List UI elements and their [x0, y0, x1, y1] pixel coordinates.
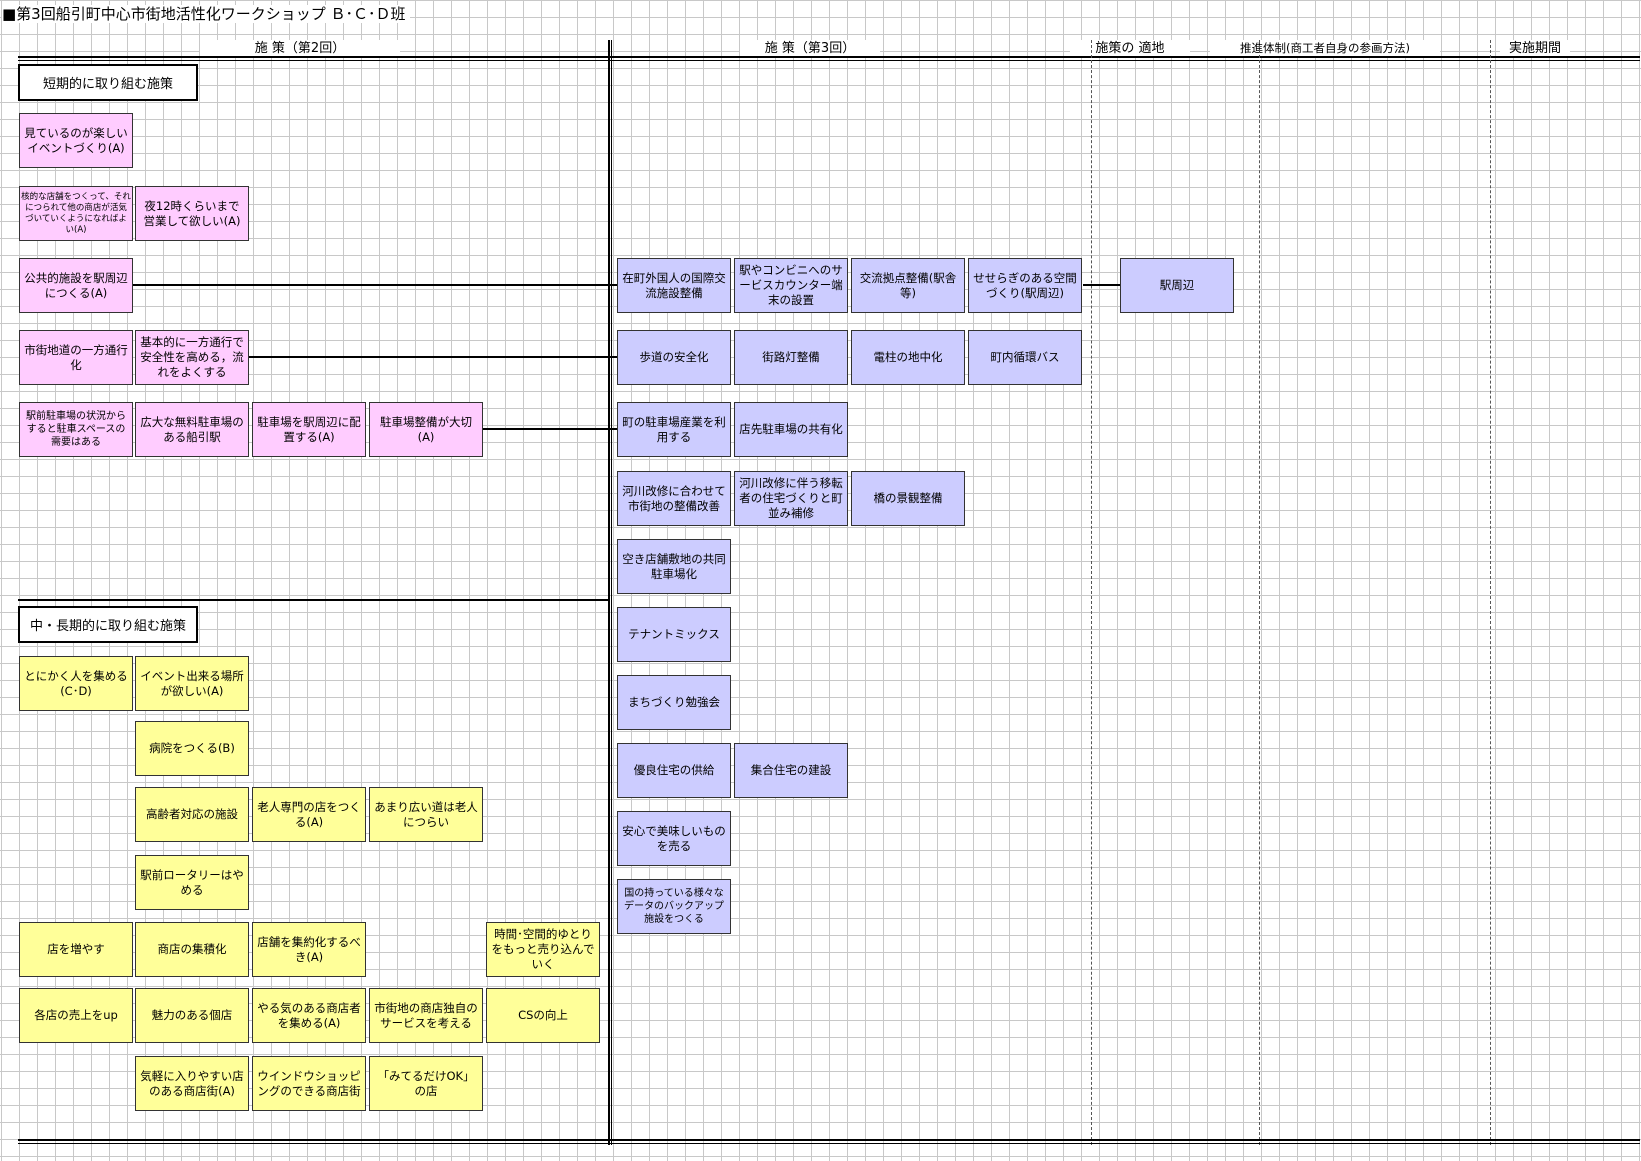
note-card: 駅前駐車場の状況からすると駐車スペースの需要はある [19, 402, 133, 457]
page-title: ■第3回船引町中心市街地活性化ワークショップ Ｂ･Ｃ･Ｄ班 [2, 5, 410, 23]
note-card: 広大な無料駐車場のある船引駅 [135, 402, 249, 457]
note-card: 駅前ロータリーはやめる [135, 855, 249, 910]
note-card: イベント出来る場所が欲しい(A) [135, 656, 249, 711]
note-card: 気軽に入りやすい店のある商店街(A) [135, 1056, 249, 1111]
measure-card: 在町外国人の国際交流施設整備 [617, 258, 731, 313]
note-card: やる気のある商店者を集める(A) [252, 988, 366, 1043]
measure-card: 河川改修に伴う移転者の住宅づくりと町並み補修 [734, 471, 848, 526]
note-card: あまり広い道は老人につらい [369, 787, 483, 842]
note-card: 駐車場を駅周辺に配置する(A) [252, 402, 366, 457]
note-card: 「みてるだけOK」の店 [369, 1056, 483, 1111]
column-divider-main-inner [611, 40, 612, 1145]
note-card: 市街地道の一方通行化 [19, 330, 133, 385]
measure-card: 電柱の地中化 [851, 330, 965, 385]
note-card: 核的な店舗をつくって、それにつられて他の商店が活気づいていくようになればよい(A… [19, 186, 133, 241]
note-card: 市街地の商店独自のサービスを考える [369, 988, 483, 1043]
note-card: 魅力のある個店 [135, 988, 249, 1043]
measure-card: 交流拠点整備(駅舎等) [851, 258, 965, 313]
header-round2: 施 策（第2回） [200, 40, 400, 57]
note-card: 商店の集積化 [135, 922, 249, 977]
column-divider-structure [1259, 40, 1260, 1145]
column-divider-site [1091, 40, 1092, 1145]
header-round3: 施 策（第3回） [740, 40, 880, 57]
column-divider-period [1490, 40, 1491, 1145]
measure-card: せせらぎのある空間づくり(駅周辺) [968, 258, 1082, 313]
measure-card: 河川改修に合わせて市街地の整備改善 [617, 471, 731, 526]
header-period: 実施期間 [1500, 40, 1570, 57]
note-card: 店を増やす [19, 922, 133, 977]
note-card: 見ているのが楽しいイベントづくり(A) [19, 113, 133, 168]
note-card: 病院をつくる(B) [135, 721, 249, 776]
measure-card: 優良住宅の供給 [617, 743, 731, 798]
section-short-term: 短期的に取り組む施策 [18, 64, 198, 101]
note-card: 駐車場整備が大切(A) [369, 402, 483, 457]
note-card: 時間･空間的ゆとりをもっと売り込んでいく [486, 922, 600, 977]
header-site: 施策の 適地 [1070, 40, 1190, 57]
note-card: 各店の売上をup [19, 988, 133, 1043]
connector-line [1083, 284, 1120, 286]
footer-rule-bottom [18, 1143, 1640, 1144]
measure-card: まちづくり勉強会 [617, 675, 731, 730]
site-card: 駅周辺 [1120, 258, 1234, 313]
header-structure: 推進体制(商工者自身の参画方法) [1210, 40, 1440, 57]
note-card: ウインドウショッピングのできる商店街 [252, 1056, 366, 1111]
note-card: 夜12時くらいまで営業して欲しい(A) [135, 186, 249, 241]
note-card: 老人専門の店をつくる(A) [252, 787, 366, 842]
measure-card: 橋の景観整備 [851, 471, 965, 526]
section-divider [18, 599, 608, 601]
header-rule-top [18, 56, 1640, 58]
measure-card: 歩道の安全化 [617, 330, 731, 385]
measure-card: 町内循環バス [968, 330, 1082, 385]
note-card: とにかく人を集める(C･D) [19, 656, 133, 711]
measure-card: 駅やコンビニへのサービスカウンター端末の設置 [734, 258, 848, 313]
measure-card: 空き店舗敷地の共同駐車場化 [617, 539, 731, 594]
connector-line [249, 356, 617, 358]
footer-rule-top [18, 1139, 1640, 1141]
note-card: 店舗を集約化するべき(A) [252, 922, 366, 977]
measure-card: 国の持っている様々なデータのバックアップ施設をつくる [617, 879, 731, 934]
connector-line [483, 428, 617, 430]
column-divider-main [608, 40, 610, 1145]
measure-card: 街路灯整備 [734, 330, 848, 385]
connector-line [132, 284, 617, 286]
note-card: 公共的施設を駅周辺につくる(A) [19, 258, 133, 313]
note-card: CSの向上 [486, 988, 600, 1043]
measure-card: テナントミックス [617, 607, 731, 662]
measure-card: 集合住宅の建設 [734, 743, 848, 798]
header-rule-bottom [18, 60, 1640, 61]
measure-card: 町の駐車場産業を利用する [617, 402, 731, 457]
section-mid-long-term: 中・長期的に取り組む施策 [18, 606, 198, 643]
measure-card: 店先駐車場の共有化 [734, 402, 848, 457]
measure-card: 安心で美味しいものを売る [617, 811, 731, 866]
note-card: 基本的に一方通行で安全性を高める，流れをよくする [135, 330, 249, 385]
note-card: 高齢者対応の施設 [135, 787, 249, 842]
